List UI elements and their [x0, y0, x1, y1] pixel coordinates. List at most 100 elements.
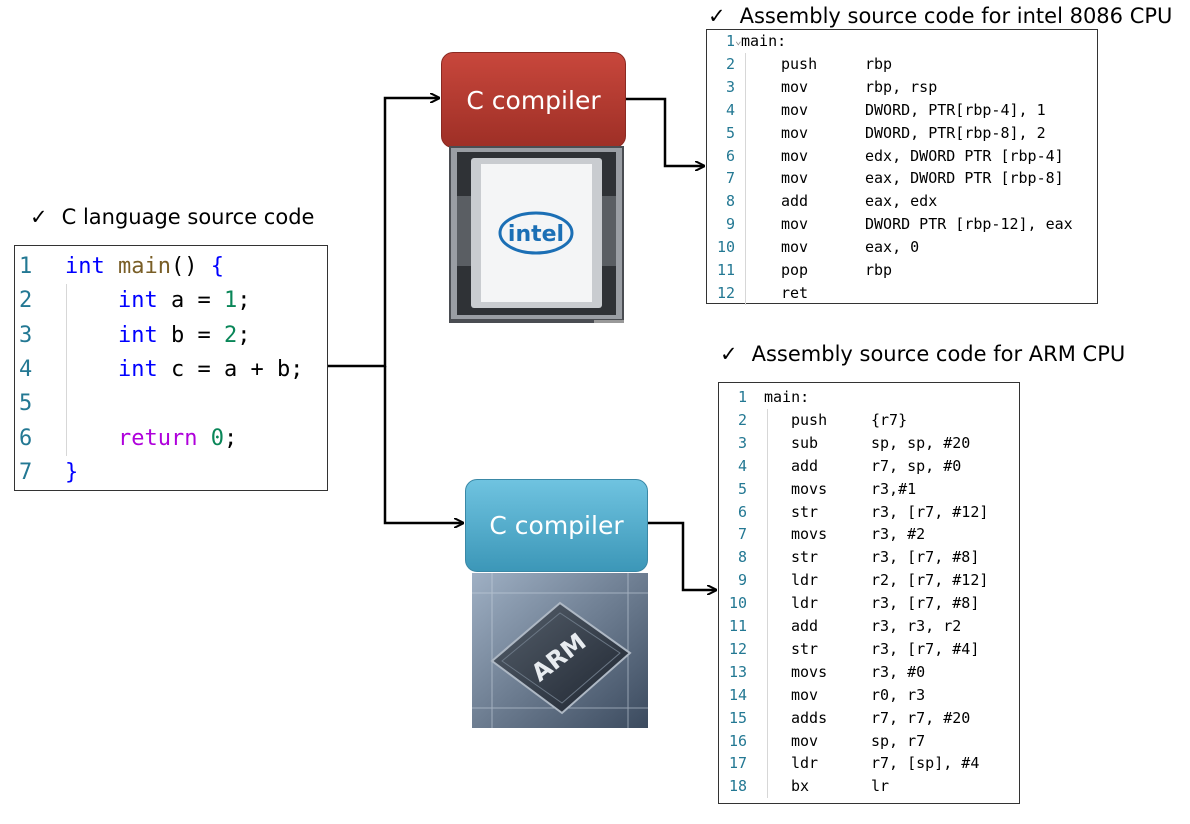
asm-operands: sp, sp, #20	[871, 433, 971, 452]
c-source-heading: ✓ C language source code	[30, 207, 314, 228]
line-number: 3	[725, 77, 735, 96]
asm-operands: DWORD, PTR[rbp-4], 1	[865, 100, 1046, 119]
intel-logo-text: intel	[508, 222, 564, 247]
line-number: 4	[19, 356, 33, 382]
arrow-c-to-arm-compiler	[383, 366, 463, 523]
line-number: 14	[728, 685, 747, 704]
asm-operands: r3, #0	[871, 662, 926, 681]
indent-guide	[66, 284, 67, 456]
arm-c-compiler-box: C compiler	[465, 479, 648, 572]
asm-operands: lr	[871, 777, 890, 796]
arm-asm-heading-text: Assembly source code for ARM CPU	[751, 342, 1126, 366]
check-mark-icon: ✓	[30, 205, 48, 229]
code-text: }	[65, 456, 78, 490]
code-token: a =	[157, 288, 224, 314]
line-number: 12	[716, 283, 735, 302]
code-line: 7}	[15, 456, 327, 490]
code-token: int	[117, 288, 158, 314]
code-line: 6 return 0;	[15, 422, 327, 456]
code-text: int a = 1;	[65, 284, 250, 318]
line-number: 4	[725, 100, 735, 119]
code-text: int b = 2;	[65, 319, 250, 353]
asm-opcode: bx	[791, 777, 810, 796]
line-number: 17	[728, 754, 747, 773]
asm-opcode: movs	[791, 479, 828, 498]
asm-opcode: ret	[781, 283, 809, 302]
asm-operands: r3, #2	[871, 525, 926, 544]
code-token: int	[117, 356, 158, 382]
line-number: 10	[716, 238, 735, 257]
asm-opcode: mov	[781, 123, 809, 142]
asm-opcode: mov	[781, 238, 809, 257]
asm-opcode: push	[781, 54, 818, 73]
asm-opcode: mov	[791, 685, 819, 704]
asm-operands: DWORD PTR [rbp-12], eax	[865, 215, 1073, 234]
code-token: b =	[157, 322, 224, 348]
line-number: 12	[728, 639, 747, 658]
line-number: 2	[737, 410, 747, 429]
asm-opcode: ldr	[791, 594, 819, 613]
line-number: 5	[737, 479, 747, 498]
asm-opcode: mov	[781, 100, 809, 119]
code-line: 4 int c = a + b;	[15, 353, 327, 387]
line-number: 8	[737, 548, 747, 567]
line-number: 2	[19, 288, 33, 314]
code-token: 1	[223, 288, 238, 314]
line-number: 5	[725, 123, 735, 142]
code-token: 2	[223, 322, 238, 348]
arm-c-compiler-label: C compiler	[489, 511, 624, 540]
line-number: 11	[716, 261, 735, 279]
line-number: 6	[19, 425, 33, 451]
line-number: 10	[728, 594, 747, 613]
asm-opcode: push	[791, 410, 828, 429]
code-token: {	[210, 254, 224, 279]
intel-asm-heading-text: Assembly source code for intel 8086 CPU	[739, 4, 1173, 28]
asm-operands: r3, [r7, #12]	[871, 502, 989, 521]
asm-opcode: movs	[791, 662, 828, 681]
line-number: 7	[19, 459, 33, 485]
code-token: int	[65, 254, 105, 279]
asm-opcode: str	[791, 639, 819, 658]
code-token: ()	[170, 254, 211, 279]
indent-guide	[745, 52, 746, 305]
asm-label: main:	[741, 32, 787, 50]
code-token: ;	[237, 322, 251, 348]
asm-line: 12 str r3, [r7, #4]	[719, 638, 1019, 661]
line-number: 3	[737, 433, 747, 452]
asm-opcode: adds	[791, 708, 828, 727]
asm-operands: r3, [r7, #4]	[871, 639, 980, 658]
asm-operands: edx, DWORD PTR [rbp-4]	[865, 146, 1064, 165]
asm-opcode: mov	[791, 731, 819, 750]
c-source-heading-text: C language source code	[61, 205, 315, 229]
asm-operands: sp, r7	[871, 731, 926, 750]
line-number: 7	[725, 169, 735, 188]
line-number: 5	[19, 391, 33, 417]
code-text: return 0;	[65, 422, 237, 456]
asm-opcode: add	[781, 192, 809, 211]
intel-cpu-chip-image: intel	[449, 146, 624, 323]
line-number: 7	[737, 525, 747, 544]
code-token: return	[117, 425, 198, 451]
line-number: 6	[725, 146, 735, 165]
asm-operands: r3, [r7, #8]	[871, 548, 980, 567]
